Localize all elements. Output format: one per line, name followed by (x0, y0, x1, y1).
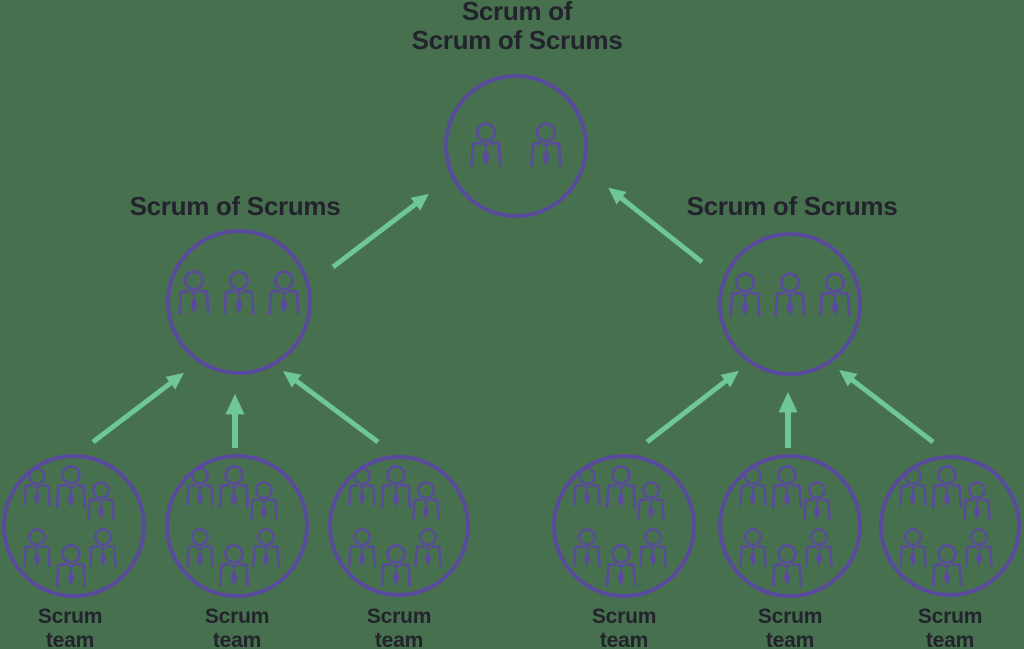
scrum-team-circle (879, 455, 1021, 597)
person-icon (268, 270, 300, 316)
person-icon (186, 528, 214, 569)
person-icon (380, 544, 412, 589)
person-icon (470, 122, 502, 168)
person-icon (805, 528, 833, 569)
person-icon (771, 544, 803, 589)
team-label-line1: Scrum (366, 605, 432, 628)
arrow-icon (645, 370, 739, 444)
scrum-team-node (165, 454, 309, 598)
scrum-team-label: Scrum team (710, 605, 870, 649)
scrum-team-node (552, 454, 696, 598)
team-label-line1: Scrum (37, 605, 103, 628)
person-icon (931, 465, 963, 510)
team-label-line2: team (374, 629, 424, 649)
team-label-line1: Scrum (917, 605, 983, 628)
root-node (444, 74, 588, 218)
root-node-title: Scrum of Scrum of Scrums (357, 0, 677, 55)
scrum-team-node (879, 455, 1021, 597)
person-icon (965, 528, 993, 569)
team-label-line2: team (765, 629, 815, 649)
team-label-line1: Scrum (591, 605, 657, 628)
team-label-line1: Scrum (757, 605, 823, 628)
person-icon (774, 272, 806, 318)
team-label-line2: team (212, 629, 262, 649)
scrum-of-scrums-left-circle (166, 229, 312, 375)
person-icon (605, 465, 637, 510)
person-icon (348, 528, 376, 569)
scrum-team-circle (165, 454, 309, 598)
person-icon (89, 528, 117, 569)
person-icon (739, 528, 767, 569)
person-icon (55, 465, 87, 510)
person-icon (87, 481, 115, 522)
person-icon (637, 481, 665, 522)
scrum-of-scrums-right-node (718, 232, 862, 376)
person-icon (178, 270, 210, 316)
scrum-team-node (2, 454, 146, 598)
arrow-icon (282, 371, 380, 445)
arrow-icon (608, 187, 704, 264)
scrum-of-scrums-right-label: Scrum of Scrums (686, 191, 898, 221)
scrum-team-node (718, 454, 862, 598)
person-icon (23, 528, 51, 569)
person-icon (218, 544, 250, 589)
person-icon (729, 272, 761, 318)
scrum-of-scrums-right-circle (718, 232, 862, 376)
arrow-icon (331, 193, 429, 269)
scrum-team-label: Scrum team (157, 605, 317, 649)
person-icon (414, 528, 442, 569)
person-icon (819, 272, 851, 318)
person-icon (573, 528, 601, 569)
person-icon (380, 465, 412, 510)
scrum-team-node (328, 455, 470, 597)
scrum-team-label: Scrum team (0, 605, 150, 649)
scrum-team-circle (328, 455, 470, 597)
root-title-line2: Scrum of Scrums (411, 25, 623, 55)
scrum-team-label: Scrum team (319, 605, 479, 649)
scrum-team-circle (2, 454, 146, 598)
root-title-line1: Scrum of (461, 0, 573, 26)
person-icon (412, 481, 440, 522)
person-icon (218, 465, 250, 510)
scrum-of-scrums-left-label: Scrum of Scrums (129, 191, 341, 221)
team-label-line2: team (45, 629, 95, 649)
scrum-team-label: Scrum team (870, 605, 1024, 649)
person-icon (963, 481, 991, 522)
team-label-line1: Scrum (204, 605, 270, 628)
person-icon (899, 528, 927, 569)
scrum-of-scrums-left-node (166, 229, 312, 375)
person-icon (803, 481, 831, 522)
person-icon (55, 544, 87, 589)
person-icon (605, 544, 637, 589)
arrow-icon (839, 369, 935, 444)
root-circle (444, 74, 588, 218)
scrum-team-circle (552, 454, 696, 598)
person-icon (223, 270, 255, 316)
arrow-icon (91, 372, 184, 444)
person-icon (931, 544, 963, 589)
person-icon (250, 481, 278, 522)
scrum-team-circle (718, 454, 862, 598)
team-label-line2: team (599, 629, 649, 649)
person-icon (252, 528, 280, 569)
person-icon (530, 122, 562, 168)
person-icon (639, 528, 667, 569)
scrum-team-label: Scrum team (544, 605, 704, 649)
person-icon (771, 465, 803, 510)
team-label-line2: team (925, 629, 975, 649)
